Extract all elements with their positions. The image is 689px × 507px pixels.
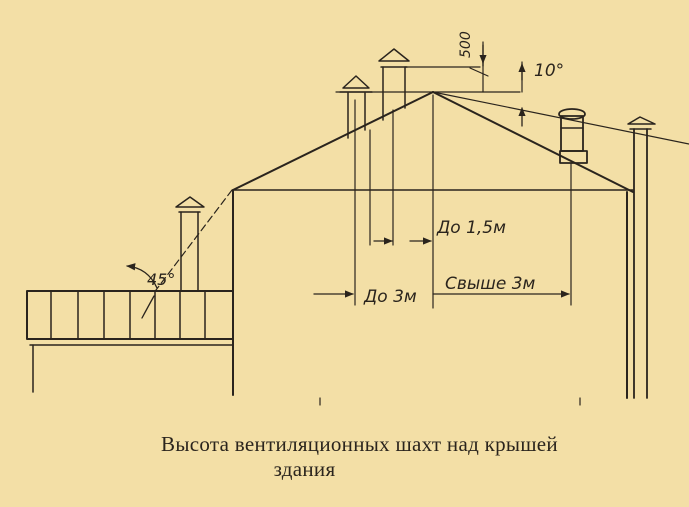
annex-building [26, 290, 234, 393]
dimension-1-5m: До 1,5м [373, 218, 506, 245]
building-drawing: 500 10° До 1,5м До 3м Свыше 3м 45° [26, 31, 689, 406]
ridge-vent-right [558, 108, 588, 164]
dimension-10deg: 10° [518, 61, 564, 127]
annex-vent-shaft [126, 189, 233, 319]
label-up-to-3m: До 3м [363, 287, 417, 307]
caption-line-2: здания [273, 457, 336, 481]
pole-vent [627, 116, 656, 399]
label-45-degrees: 45° [147, 270, 175, 289]
reference-lines [335, 66, 689, 145]
caption-line-1: Высота вентиляционных шахт над крышей [161, 432, 558, 456]
label-up-to-1-5m: До 1,5м [436, 218, 506, 238]
dimension-3m: До 3м Свыше 3м [313, 274, 570, 307]
ridge-vent-center [378, 48, 410, 121]
label-over-3m: Свыше 3м [445, 274, 536, 294]
label-10-degrees: 10° [534, 61, 564, 81]
ground-ticks [319, 397, 581, 406]
dimension-500: 500 [458, 31, 487, 67]
label-500: 500 [458, 31, 474, 58]
dimension-verticals [354, 41, 572, 309]
building-outline [232, 91, 634, 399]
